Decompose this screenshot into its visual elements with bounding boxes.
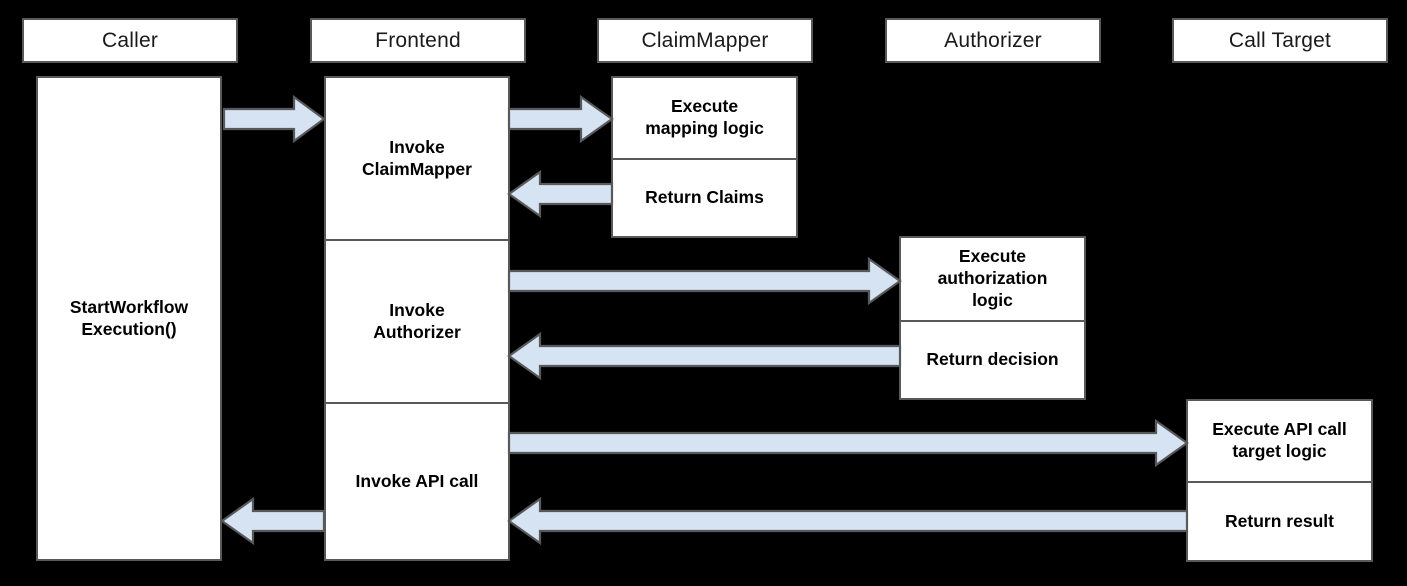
participant-header-authorizer: Authorizer <box>885 18 1101 63</box>
participant-header-frontend: Frontend <box>310 18 526 63</box>
participant-label-claimmapper: ClaimMapper <box>641 28 769 52</box>
participant-label-frontend: Frontend <box>375 28 461 52</box>
frontend-to-caller-arrow <box>220 496 326 546</box>
frontend-to-calltarget-arrow <box>507 418 1189 468</box>
lifeline-segment-authorizer-return-decision: Return decision <box>901 320 1084 398</box>
participant-header-calltarget: Call Target <box>1172 18 1388 63</box>
participant-header-claimmapper: ClaimMapper <box>597 18 813 63</box>
participant-label-caller: Caller <box>101 28 159 52</box>
authorizer-to-frontend-arrow <box>507 331 902 381</box>
caller-to-frontend-arrow <box>222 94 326 144</box>
participant-label-authorizer: Authorizer <box>944 28 1042 52</box>
frontend-to-authorizer-arrow <box>507 256 902 306</box>
frontend-to-claimmapper-arrow <box>507 94 614 144</box>
claimmapper-to-frontend-arrow <box>507 169 614 219</box>
lifeline-segment-calltarget-return-result: Return result <box>1188 481 1371 560</box>
participant-header-caller: Caller <box>22 18 238 63</box>
lifeline-segment-claimmapper-return-claims: Return Claims <box>613 158 796 236</box>
lifeline-segment-frontend-invoke-api-call: Invoke API call <box>326 402 508 559</box>
participant-label-calltarget: Call Target <box>1228 28 1332 52</box>
calltarget-to-frontend-arrow <box>507 496 1189 546</box>
